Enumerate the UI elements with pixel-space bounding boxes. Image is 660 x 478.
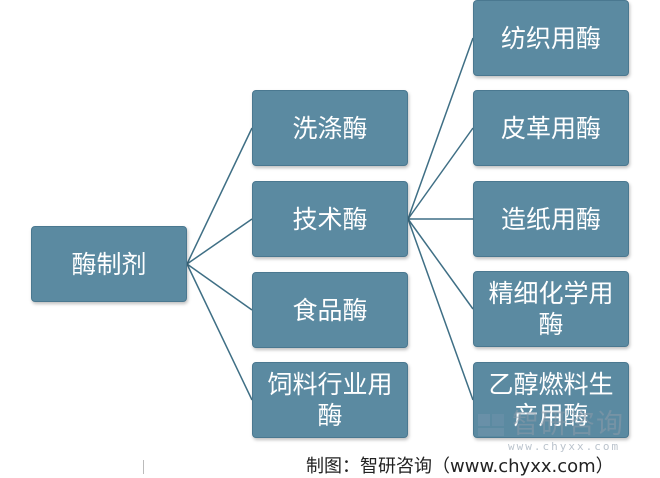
node-detergent-enzyme: 洗涤酶	[252, 90, 408, 166]
node-food-enzyme: 食品酶	[252, 272, 408, 348]
watermark: 智研咨询	[476, 410, 624, 440]
edge-root-detergent	[186, 127, 253, 265]
edge-technical-ethanol	[407, 218, 474, 401]
edge-technical-fine	[407, 218, 474, 310]
node-ethanol-fuel-enzyme: 乙醇燃料生产用酶	[473, 362, 629, 438]
zhiyan-logo-icon	[478, 414, 504, 436]
node-technical-enzyme: 技术酶	[252, 181, 408, 257]
node-root: 酶制剂	[31, 226, 187, 302]
edge-technical-textile	[407, 37, 474, 220]
source-caption: 制图：智研咨询（www.chyxx.com）	[306, 456, 614, 477]
edge-root-food	[186, 263, 253, 311]
node-paper-enzyme: 造纸用酶	[473, 181, 629, 257]
edge-technical-leather	[407, 127, 474, 220]
node-feed-enzyme: 饲料行业用酶	[252, 362, 408, 438]
node-leather-enzyme: 皮革用酶	[473, 90, 629, 166]
edge-root-feed	[186, 263, 253, 401]
node-textile-enzyme: 纺织用酶	[473, 0, 629, 76]
edge-root-technical	[186, 218, 253, 265]
watermark-url: www.chyxx.com	[508, 440, 621, 453]
watermark-text: 智研咨询	[512, 409, 624, 440]
divider-tick	[143, 460, 144, 474]
node-fine-chemical-enzyme: 精细化学用酶	[473, 271, 629, 347]
